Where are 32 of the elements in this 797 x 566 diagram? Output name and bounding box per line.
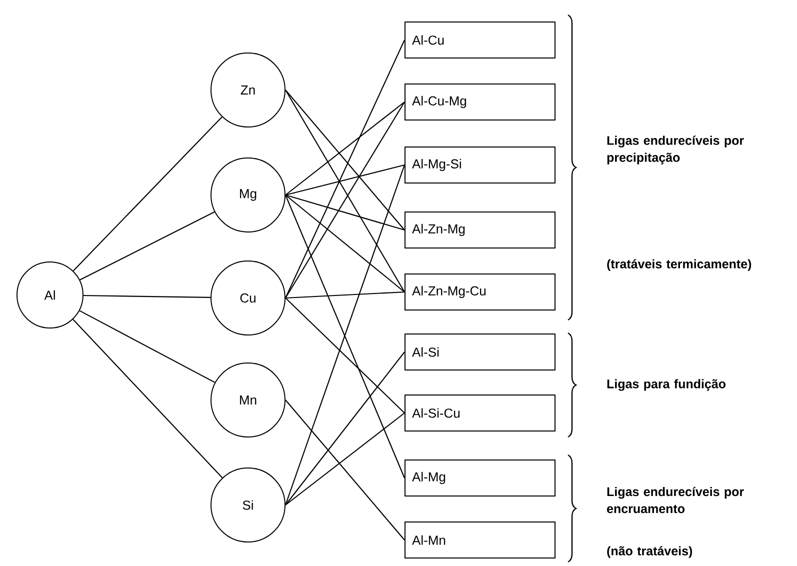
connector-line <box>285 352 405 506</box>
connector-line <box>285 194 406 478</box>
connector-line <box>72 116 222 272</box>
connector-line <box>285 412 405 506</box>
connector-line <box>284 164 406 506</box>
connector-line <box>285 164 405 196</box>
group-label: Ligas para fundição <box>607 379 726 391</box>
alloy-box: Al-Si <box>404 334 556 370</box>
connector-line <box>79 310 216 383</box>
connector-line <box>285 40 405 298</box>
connector-line <box>285 102 405 196</box>
group-label: Ligas endurecíveis por precipitação <box>607 136 744 164</box>
connector-line <box>285 400 405 540</box>
connector-line <box>285 194 405 231</box>
alloy-box: Al-Zn-Mg-Cu <box>404 274 556 310</box>
alloy-box: Al-Mg <box>404 460 556 496</box>
connector-line <box>285 90 405 230</box>
alloy-box: Al-Cu-Mg <box>404 84 556 120</box>
connector-line <box>80 211 215 280</box>
alloy-box: Al-Si-Cu <box>404 394 556 432</box>
group-label: (tratáveis termicamente) <box>607 259 752 271</box>
connector-line <box>84 294 211 298</box>
group-label: (não tratáveis) <box>607 546 692 558</box>
alloy-box: Al-Mg-Si <box>404 146 556 184</box>
connector-line <box>285 298 405 414</box>
group-label: Ligas endurecíveis por encruamento <box>607 486 744 514</box>
alloy-box: Al-Zn-Mg <box>404 212 556 248</box>
connector-line <box>285 291 405 299</box>
alloy-box: Al-Cu <box>404 22 556 58</box>
connector-line <box>285 194 405 292</box>
alloy-box: Al-Mn <box>404 522 556 558</box>
connector-line <box>72 319 223 478</box>
